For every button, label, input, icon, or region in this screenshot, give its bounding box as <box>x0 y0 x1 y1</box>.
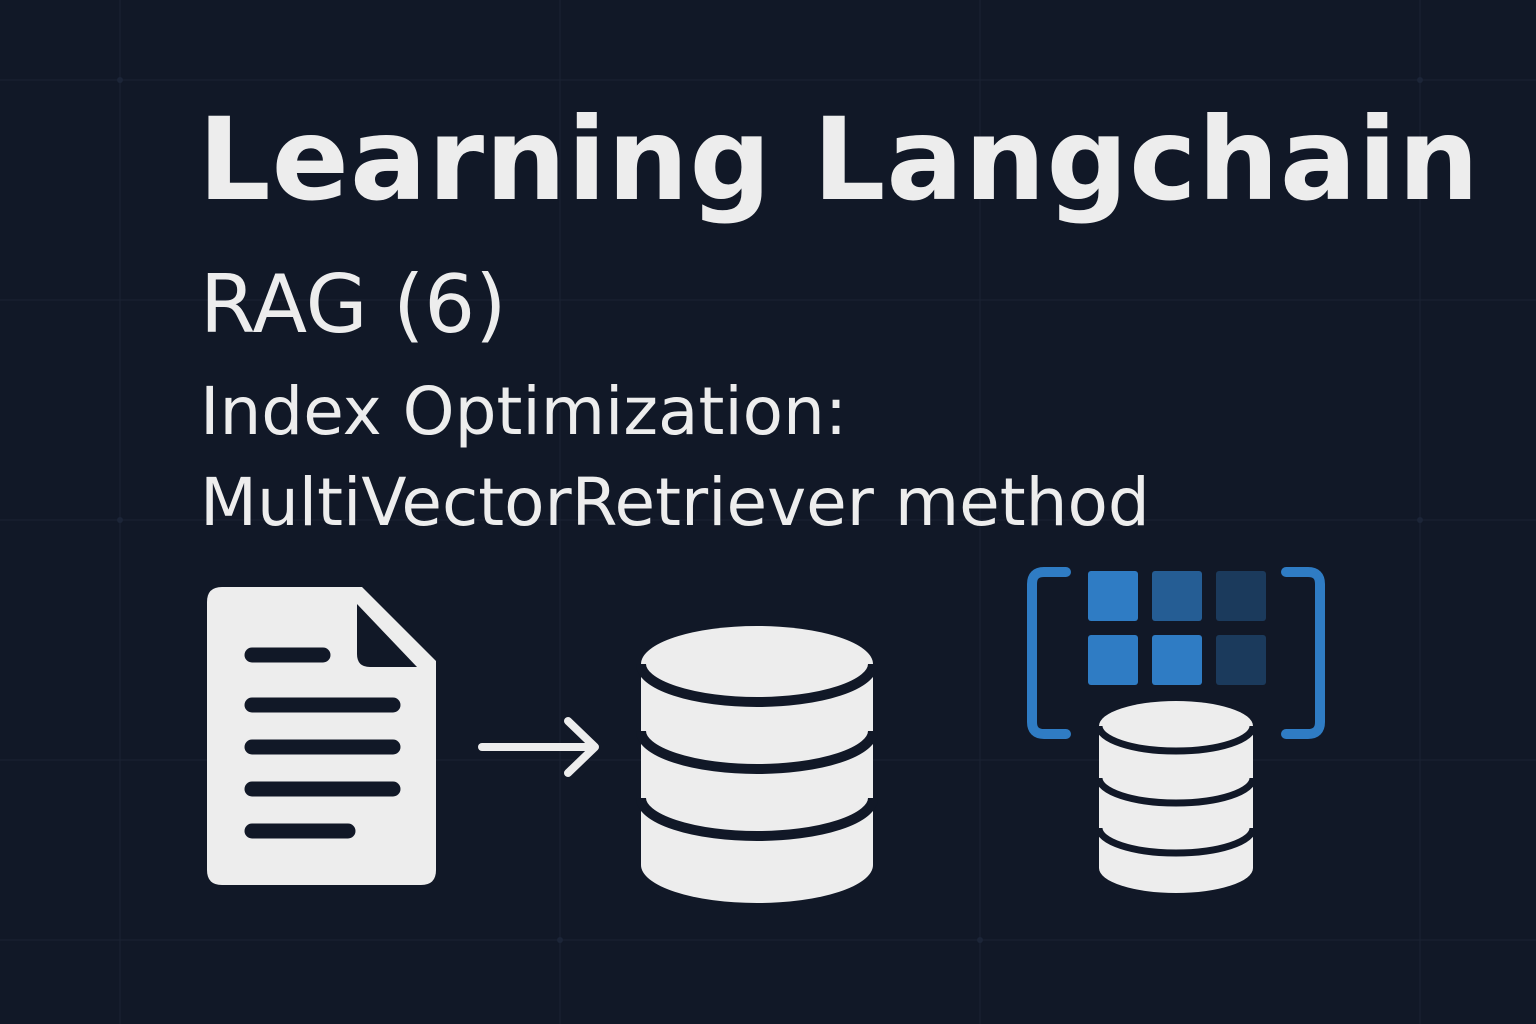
page-description: Index Optimization: MultiVectorRetriever… <box>200 366 1150 548</box>
document-icon <box>207 587 436 885</box>
vector-matrix-icon <box>1027 567 1325 739</box>
description-line-1: Index Optimization: <box>200 373 848 450</box>
arrow-right-icon <box>478 717 599 777</box>
database-icon <box>636 626 878 903</box>
description-line-2: MultiVectorRetriever method <box>200 464 1150 541</box>
page-title: Learning Langchain <box>198 93 1481 226</box>
database-small-icon <box>1095 701 1257 893</box>
page-subtitle: RAG (6) <box>200 258 507 351</box>
